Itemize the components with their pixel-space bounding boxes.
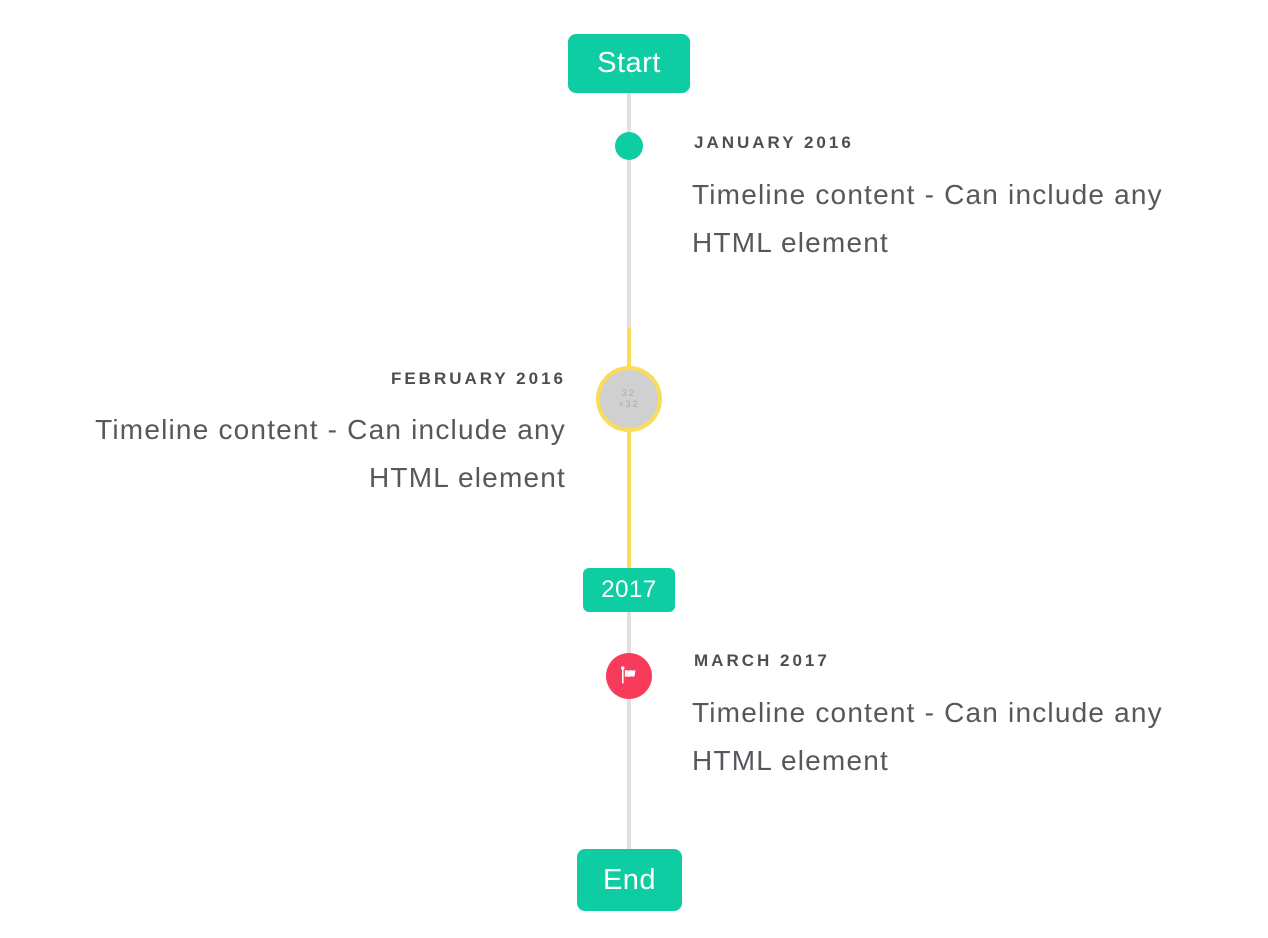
year-badge-label: 2017: [601, 576, 657, 603]
event-2-title: FEBRUARY 2016: [390, 369, 566, 388]
event-3-content: Timeline content - Can include any HTML …: [692, 689, 1163, 785]
event-1-title: JANUARY 2016: [694, 133, 854, 152]
event-1-content-line-2: HTML element: [692, 227, 889, 258]
timeline-line-active-segment: [627, 328, 631, 568]
event-3-title: MARCH 2017: [694, 651, 830, 670]
event-2-content: Timeline content - Can include any HTML …: [95, 406, 566, 502]
event-1-content: Timeline content - Can include any HTML …: [692, 171, 1163, 267]
event-1-dot-marker: [615, 132, 643, 160]
flag-icon: [618, 665, 640, 687]
event-2-content-line-1: Timeline content - Can include any: [95, 414, 566, 445]
event-2-content-line-2: HTML element: [369, 462, 566, 493]
end-badge: End: [577, 849, 682, 911]
event-3-content-line-1: Timeline content - Can include any: [692, 697, 1163, 728]
year-badge: 2017: [583, 568, 675, 612]
event-3-content-line-2: HTML element: [692, 745, 889, 776]
event-1-content-line-1: Timeline content - Can include any: [692, 179, 1163, 210]
event-3-flag-marker: [606, 653, 652, 699]
start-badge: Start: [568, 34, 690, 93]
end-badge-label: End: [602, 863, 657, 896]
event-2-image-marker: 32 ×32: [596, 366, 662, 432]
broken-image-placeholder: 32 ×32: [618, 388, 640, 409]
start-badge-label: Start: [597, 47, 661, 79]
